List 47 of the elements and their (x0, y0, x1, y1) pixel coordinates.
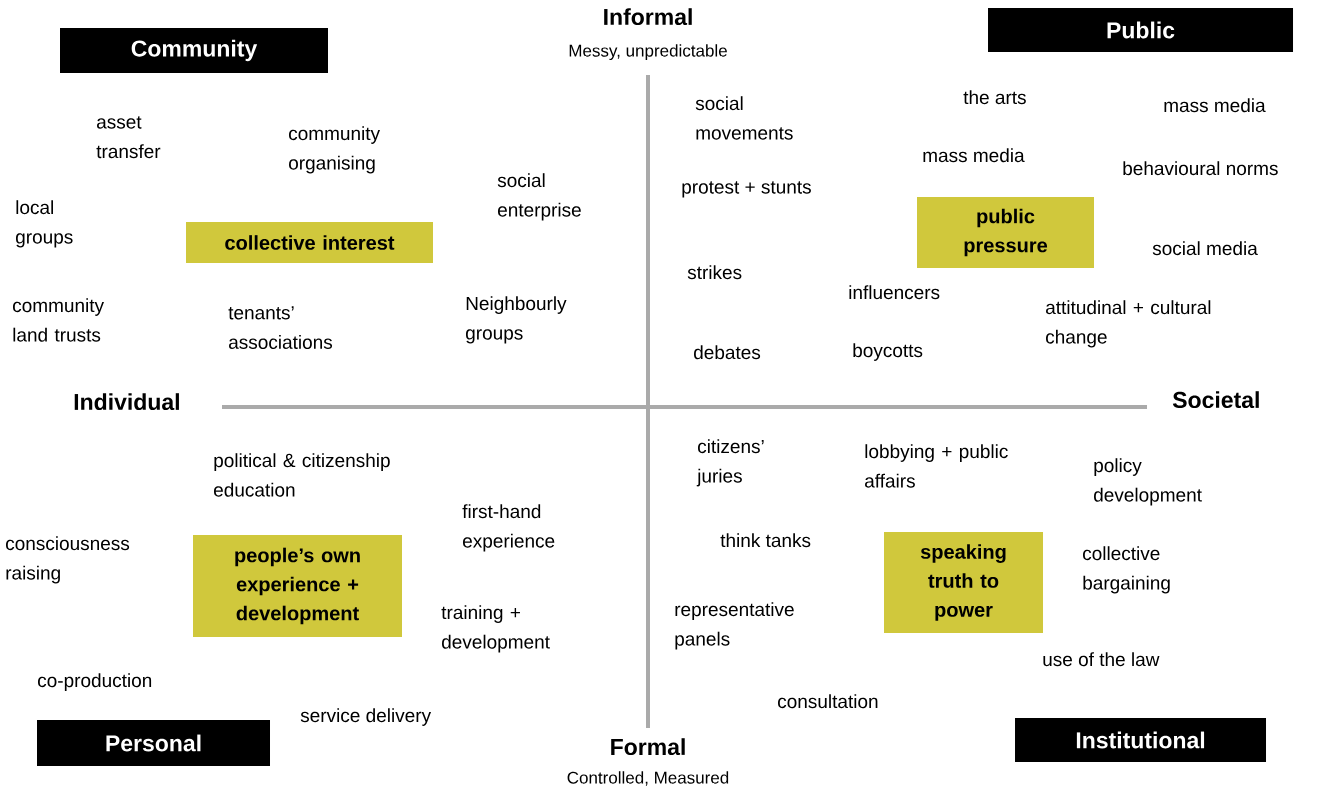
theme-box: collective interest (186, 222, 433, 263)
activity-label: community organising (289, 126, 380, 174)
activity-label: debates (694, 345, 761, 360)
activity-label: citizens’ juries (696, 439, 764, 487)
theme-box: people’s own experience + development (193, 535, 402, 637)
activity-label: the arts (963, 90, 1026, 105)
activity-label: representative panels (675, 602, 794, 650)
activity-label: protest + stunts (682, 181, 811, 198)
activity-label: political & citizenship education (214, 453, 390, 497)
activity-label: influencers (849, 285, 940, 300)
category-banner: Institutional (1015, 718, 1266, 762)
activity-label: consciousness raising (6, 536, 130, 584)
activity-label: collective bargaining (1083, 546, 1170, 594)
activity-label: mass media (1164, 98, 1266, 113)
axis-label: Informal (604, 8, 692, 26)
activity-label: first-hand experience (462, 504, 555, 552)
activity-label: attitudinal + cultural change (1046, 300, 1211, 348)
activity-label: training + development (441, 605, 550, 653)
activity-label: community land trusts (13, 298, 104, 342)
category-banner: Public (988, 8, 1293, 52)
activity-label: think tanks (720, 533, 811, 548)
axis-label: Individual (74, 393, 179, 411)
activity-label: asset transfer (96, 116, 161, 159)
theme-box: speaking truth to power (884, 532, 1043, 633)
activity-label: mass media (923, 148, 1025, 163)
activity-label: boycotts (853, 343, 923, 361)
activity-label: tenants’ associations (228, 306, 333, 349)
activity-label: service delivery (300, 708, 432, 726)
activity-label: consultation (778, 694, 878, 709)
activity-label: local groups (16, 200, 73, 248)
category-banner: Personal (37, 720, 270, 766)
activity-label: behavioural norms (1123, 161, 1278, 176)
activity-label: strikes (687, 265, 742, 280)
activity-label: co-production (38, 673, 152, 691)
activity-label: Neighbourly groups (466, 296, 567, 344)
theme-box: public pressure (917, 197, 1094, 268)
activity-label: social enterprise (497, 173, 581, 221)
category-banner: Community (60, 28, 328, 73)
activity-label: social movements (695, 96, 793, 140)
activity-label: lobbying + public affairs (865, 444, 1008, 488)
activity-label: social media (1152, 241, 1258, 256)
axis-label: Formal (611, 738, 685, 756)
activity-label: use of the law (1043, 652, 1160, 667)
axis-label: Societal (1172, 391, 1259, 409)
activity-label: policy development (1094, 458, 1202, 506)
axis-description: Messy, unpredictable (569, 44, 727, 61)
axis-description: Controlled, Measured (567, 771, 729, 786)
